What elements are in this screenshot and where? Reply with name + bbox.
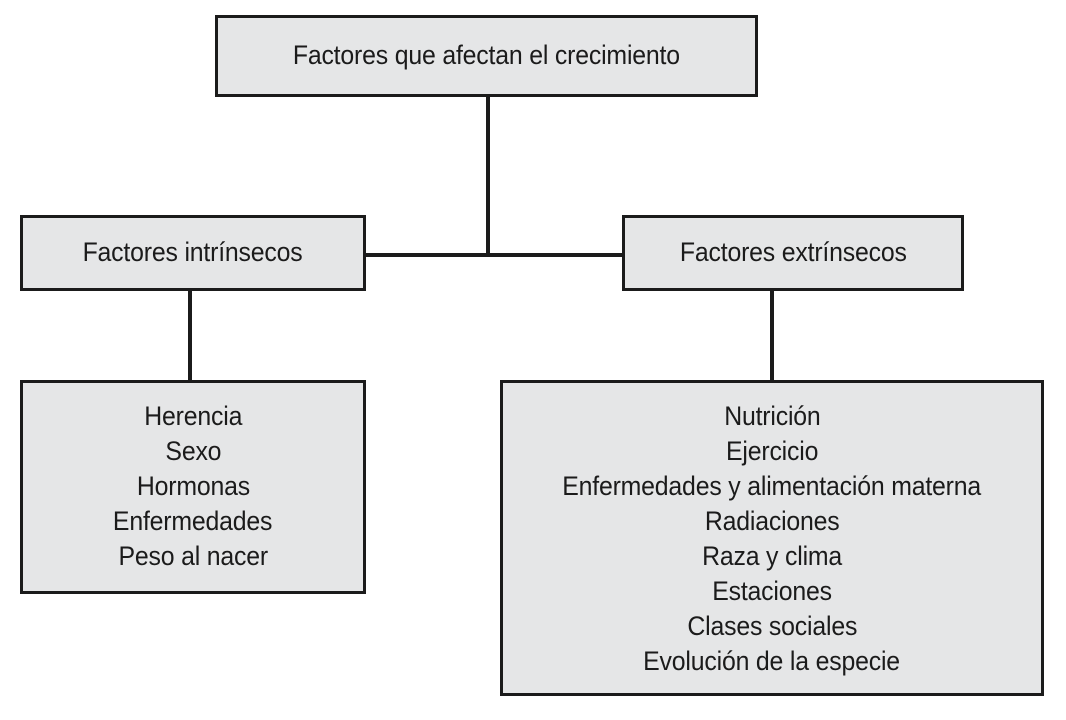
list-item: Radiaciones — [704, 506, 840, 536]
list-item: Raza y clima — [702, 541, 842, 571]
list-item: Peso al nacer — [118, 541, 268, 571]
list-item: Sexo — [165, 436, 221, 466]
list-item: Hormonas — [136, 471, 250, 501]
node-intrinsic-factors: Factores intrínsecos — [20, 215, 366, 291]
node-root-label: Factores que afectan el crecimiento — [292, 40, 681, 71]
node-intrinsic-factors-list: Herencia Sexo Hormonas Enfermedades Peso… — [20, 380, 366, 594]
list-item: Herencia — [144, 401, 242, 431]
list-item: Enfermedades — [113, 506, 273, 536]
list-item: Evolución de la especie — [643, 646, 901, 676]
node-extrinsic-factors: Factores extrínsecos — [622, 215, 964, 291]
connector-intrinsic-vertical — [188, 289, 192, 382]
list-item: Ejercicio — [725, 436, 819, 466]
node-root: Factores que afectan el crecimiento — [215, 15, 758, 97]
connector-branch-horizontal — [364, 253, 624, 257]
list-item: Estaciones — [712, 576, 832, 606]
list-item: Nutrición — [723, 401, 821, 431]
node-extrinsic-factors-label: Factores extrínsecos — [679, 237, 907, 268]
node-intrinsic-factors-label: Factores intrínsecos — [83, 237, 303, 268]
connector-root-vertical — [486, 96, 490, 257]
node-extrinsic-factors-list: Nutrición Ejercicio Enfermedades y alime… — [500, 380, 1044, 696]
list-item: Enfermedades y alimentación materna — [562, 471, 982, 501]
connector-extrinsic-vertical — [770, 289, 774, 382]
list-item: Clases sociales — [687, 611, 857, 641]
